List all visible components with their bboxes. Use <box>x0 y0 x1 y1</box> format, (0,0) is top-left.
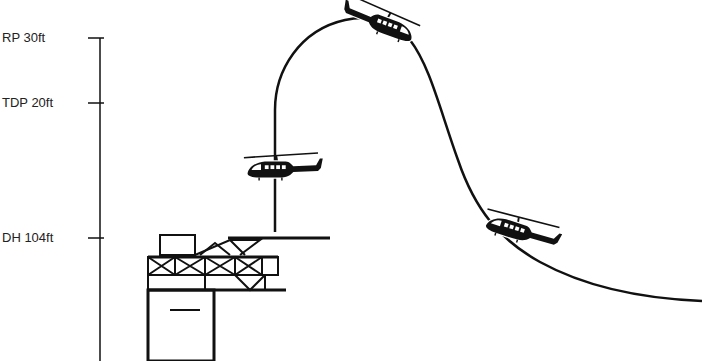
offshore-platform <box>148 235 330 361</box>
height-label: RP 30ft <box>2 30 45 46</box>
helicopter <box>338 0 422 47</box>
flight-path <box>275 18 702 301</box>
helicopter <box>480 205 564 256</box>
height-label: DH 104ft <box>2 230 53 246</box>
height-scale <box>88 38 104 361</box>
height-label: TDP 20ft <box>2 95 53 111</box>
helicopter <box>244 153 323 181</box>
